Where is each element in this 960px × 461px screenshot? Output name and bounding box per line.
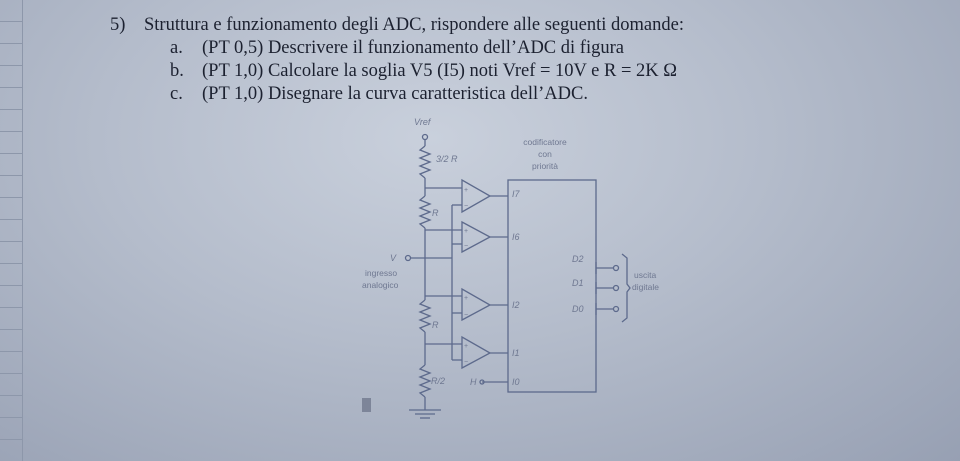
item-letter: c.	[170, 84, 183, 104]
paper-mark	[362, 398, 371, 412]
encoder-input-label: I0	[512, 377, 520, 387]
encoder-label-line-3: priorità	[532, 161, 558, 171]
encoder-input-label: I6	[512, 232, 520, 242]
output-label-line-2: digitale	[632, 282, 659, 292]
encoder-input-label: I2	[512, 300, 520, 310]
encoder-input-label: I1	[512, 348, 520, 358]
question-item-c: c. (PT 1,0) Disegnare la curva caratteris…	[170, 83, 684, 106]
resistor-r-half	[418, 364, 432, 398]
resistor-r-2	[418, 299, 432, 333]
encoder-label-line-2: con	[538, 149, 552, 159]
output-label-line-1: uscita	[634, 270, 656, 280]
r-top-label: 3/2 R	[436, 154, 458, 164]
item-text: (PT 1,0) Disegnare la curva caratteristi…	[202, 84, 588, 104]
question-title: 5) Struttura e funzionamento degli ADC, r…	[110, 14, 684, 37]
item-text: (PT 0,5) Descrivere il funzionamento del…	[202, 38, 624, 58]
vin-terminal	[404, 254, 412, 262]
r-mid-1-label: R	[432, 208, 439, 218]
svg-text:−: −	[464, 203, 468, 210]
comparator-1	[425, 287, 508, 322]
output-d1	[595, 282, 620, 294]
vin-label: V	[390, 253, 397, 263]
question-number: 5)	[110, 15, 126, 35]
encoder-input-label: I7	[512, 189, 521, 199]
resistor-r-1	[418, 195, 432, 229]
exam-question: 5) Struttura e funzionamento degli ADC, r…	[110, 14, 684, 106]
resistor-3-2r	[418, 145, 432, 179]
svg-text:+: +	[464, 343, 468, 350]
input-label-line-2: analogico	[362, 280, 399, 290]
svg-text:−: −	[464, 312, 468, 319]
item-text: (PT 1,0) Calcolare la soglia V5 (I5) not…	[202, 61, 678, 81]
output-d2	[595, 262, 620, 274]
notebook-grid-margin	[0, 0, 23, 461]
svg-text:+: +	[464, 228, 468, 235]
r-bottom-label: R/2	[431, 376, 445, 386]
comparator-6	[425, 220, 508, 254]
question-title-text: Struttura e funzionamento degli ADC, ris…	[144, 15, 684, 35]
vref-label: Vref	[414, 117, 432, 127]
svg-text:+: +	[464, 295, 468, 302]
r-mid-2-label: R	[432, 320, 439, 330]
item-letter: a.	[170, 38, 183, 58]
ground-symbol	[409, 409, 441, 419]
encoder-output-label: D2	[572, 254, 584, 264]
question-item-a: a. (PT 0,5) Descrivere il funzionamento d…	[170, 37, 684, 60]
comparator-7	[425, 178, 508, 214]
h-label: H	[470, 377, 477, 387]
output-bracket	[621, 253, 631, 323]
input-label-line-1: ingresso	[365, 268, 397, 278]
output-d0	[595, 303, 620, 315]
svg-text:+: +	[464, 187, 468, 194]
encoder-output-label: D0	[572, 304, 584, 314]
encoder-label-line-1: codificatore	[523, 137, 567, 147]
question-item-b: b. (PT 1,0) Calcolare la soglia V5 (I5) n…	[170, 60, 684, 83]
vref-terminal	[421, 133, 429, 141]
encoder-output-label: D1	[572, 278, 584, 288]
item-letter: b.	[170, 61, 184, 81]
h-terminal	[479, 379, 485, 385]
svg-text:−: −	[464, 243, 468, 250]
svg-text:−: −	[464, 359, 468, 366]
comparator-0	[425, 335, 508, 370]
